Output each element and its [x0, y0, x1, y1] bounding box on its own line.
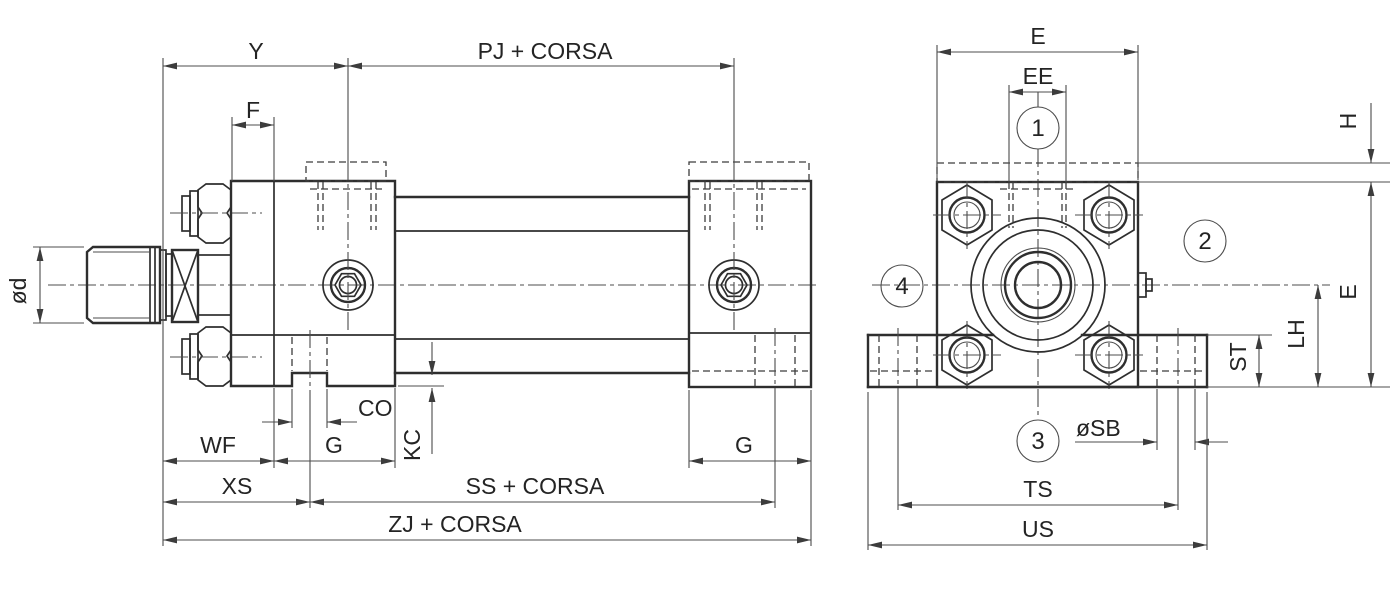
dim-ts: TS: [897, 392, 1179, 510]
rear-cap: [687, 161, 813, 394]
dim-h: H: [1138, 103, 1390, 183]
tie-rod-nut-top: [170, 183, 262, 244]
tie-rod-nut-bottom: [170, 326, 262, 387]
callout-3: 3: [1016, 419, 1060, 463]
dim-y: Y: [162, 38, 349, 546]
rod-bore-circles: [970, 217, 1106, 353]
dim-label-lh: LH: [1283, 319, 1309, 348]
mounting-feet: [866, 328, 1209, 392]
dim-zj-corsa: ZJ + CORSA: [163, 511, 811, 544]
dim-label-sb: øSB: [1076, 415, 1121, 441]
tie-rod-nuts-end-view: [933, 181, 1143, 389]
dim-rod-diameter: ød: [5, 246, 84, 324]
dim-co: CO: [262, 389, 393, 428]
dim-e-top: E: [936, 23, 1139, 180]
callout-2: 2: [1183, 219, 1227, 263]
front-head: [229, 161, 397, 388]
dim-label-xs: XS: [222, 473, 253, 499]
dim-g-cap: G: [688, 390, 812, 546]
dim-label-g-head: G: [325, 432, 343, 458]
dim-label-rod-diameter: ød: [5, 278, 31, 305]
dim-label-us: US: [1022, 516, 1054, 542]
dim-us: US: [867, 392, 1208, 550]
dim-label-kc: KC: [399, 429, 425, 461]
dim-label-st: ST: [1225, 342, 1251, 371]
dim-label-ss-corsa: SS + CORSA: [466, 473, 605, 499]
dim-st: ST: [1207, 334, 1272, 387]
dim-label-zj-corsa: ZJ + CORSA: [388, 511, 522, 537]
callout-2-label: 2: [1198, 228, 1211, 255]
dim-e-side: E: [1207, 182, 1390, 388]
dim-pj-corsa: PJ + CORSA: [348, 38, 735, 162]
side-view: ød Y PJ + CORSA F CO: [5, 38, 818, 546]
callout-1: 1: [1016, 106, 1060, 150]
piston-rod: [85, 245, 173, 325]
rod-gland: [170, 248, 232, 324]
dim-lh: LH: [1283, 285, 1322, 387]
dim-wf: WF: [163, 388, 275, 468]
dim-f: F: [231, 97, 275, 181]
dim-ee: EE: [1008, 63, 1067, 182]
dim-label-co: CO: [358, 395, 393, 421]
callout-4-label: 4: [895, 273, 908, 300]
callout-1-label: 1: [1031, 115, 1044, 142]
dim-label-e-top: E: [1030, 23, 1045, 49]
cylinder-tube: [393, 195, 691, 375]
dim-label-ts: TS: [1023, 476, 1052, 502]
dim-label-e-side: E: [1335, 284, 1361, 299]
dim-xs: XS: [163, 330, 311, 508]
dim-ss-corsa: SS + CORSA: [310, 394, 776, 508]
callout-4: 4: [880, 264, 924, 308]
dim-label-y: Y: [248, 38, 263, 64]
dim-label-wf: WF: [200, 432, 236, 458]
dim-label-h: H: [1335, 113, 1361, 130]
dim-label-g-cap: G: [735, 432, 753, 458]
dim-label-f: F: [246, 97, 260, 123]
callout-3-label: 3: [1031, 428, 1044, 455]
dim-g-head: G: [274, 388, 396, 468]
dim-sb: øSB: [1075, 389, 1228, 450]
dim-kc: KC: [398, 342, 444, 461]
dim-label-ee: EE: [1023, 63, 1054, 89]
end-view: 1 2 3 4 E EE: [866, 23, 1390, 550]
dim-label-pj-corsa: PJ + CORSA: [478, 38, 614, 64]
